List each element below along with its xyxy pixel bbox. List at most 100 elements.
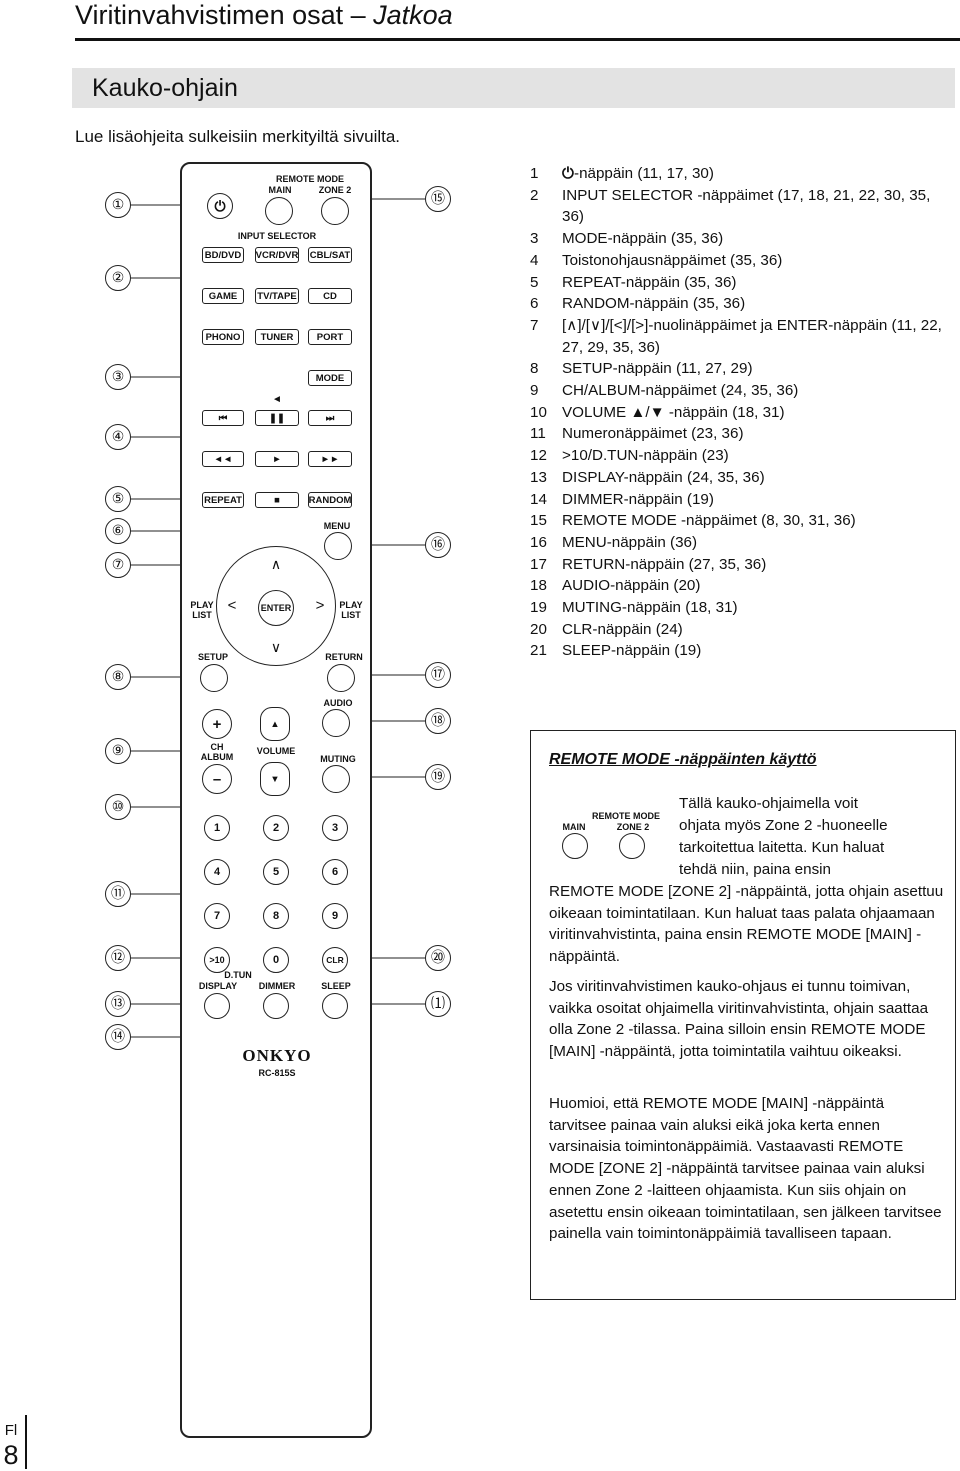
audio-label: AUDIO (323, 698, 353, 708)
list-item: 1⏻-näppäin (11, 17, 30) (530, 165, 714, 182)
sleep-label: SLEEP (321, 981, 351, 991)
volume-down-button[interactable]: ▼ (260, 762, 290, 796)
fast-forward-icon: ►► (320, 453, 340, 465)
remote-control: ⏻ REMOTE MODE MAIN ZONE 2 INPUT SELECTOR… (180, 162, 372, 1438)
digit-6-button[interactable]: 6 (322, 859, 348, 885)
down-arrow-icon[interactable]: ∨ (270, 639, 282, 655)
model-label: RC-815S (258, 1068, 296, 1078)
gt10-button[interactable]: >10 (204, 947, 230, 973)
callout-13: ⑬ (105, 991, 131, 1017)
callout-16: ⑯ (425, 532, 451, 558)
audio-button[interactable] (322, 709, 350, 737)
callout-3: ③ (105, 364, 131, 390)
play-icon: ► (272, 453, 282, 465)
remote-mode-label: REMOTE MODE (275, 174, 344, 184)
remote-mode-info-box: REMOTE MODE -näppäinten käyttö REMOTE MO… (530, 730, 956, 1300)
menu-button[interactable] (324, 532, 352, 560)
digit-3-button[interactable]: 3 (322, 815, 348, 841)
up-arrow-icon[interactable]: ∧ (270, 556, 282, 572)
callout-8: ⑧ (105, 664, 131, 690)
language-label: Fl (4, 1422, 18, 1439)
power-icon: ⏻ (562, 165, 575, 182)
callout-14: ⑭ (105, 1024, 131, 1050)
list-item: 7[∧]/[∨]/[<]/[>]-nuolinäppäimet ja ENTER… (530, 316, 942, 356)
main-label: MAIN (268, 185, 292, 195)
pause-button[interactable]: ❚❚ (255, 410, 299, 426)
play-button[interactable]: ► (255, 451, 299, 467)
repeat-button[interactable]: REPEAT (202, 492, 244, 508)
setup-label: SETUP (197, 652, 228, 662)
mini-zone2-label: ZONE 2 (616, 822, 650, 832)
digit-4-button[interactable]: 4 (204, 859, 230, 885)
intro-text: Lue lisäohjeita sulkeisiin merkityiltä s… (75, 127, 401, 146)
digit-9-button[interactable]: 9 (322, 903, 348, 929)
mode-button[interactable]: MODE (308, 370, 352, 386)
list-item: 12>10/D.TUN-näppäin (23) (530, 447, 729, 465)
page-divider (25, 1415, 27, 1469)
page-title: Viritinvahvistimen osat – Jatkoa (75, 0, 453, 30)
callout-4: ④ (105, 424, 131, 450)
volume-down-icon: ▼ (270, 773, 280, 785)
bd-dvd-button[interactable]: BD/DVD (202, 247, 244, 263)
port-button[interactable]: PORT (308, 329, 352, 345)
return-button[interactable] (327, 664, 355, 692)
playlist-right-label: PLAY LIST (339, 600, 363, 620)
muting-button[interactable] (322, 765, 350, 793)
right-arrow-icon[interactable]: > (315, 597, 325, 614)
display-label: DISPLAY (198, 981, 238, 991)
volume-up-button[interactable]: ▲ (260, 707, 290, 741)
stop-button[interactable]: ■ (255, 492, 299, 508)
mini-main-button (562, 833, 588, 859)
side-line: Tällä kauko-ohjaimella voit (679, 795, 858, 812)
remote-mode-zone2-button[interactable] (321, 197, 349, 225)
vcr-dvr-button[interactable]: VCR/DVR (255, 247, 299, 263)
game-button[interactable]: GAME (202, 288, 244, 304)
dimmer-label: DIMMER (258, 981, 296, 991)
ch-plus-button[interactable]: + (202, 709, 232, 739)
next-button[interactable]: ⏭ (308, 410, 352, 426)
ch-minus-button[interactable]: – (202, 764, 232, 794)
enter-button[interactable]: ENTER (258, 590, 294, 626)
prev-button[interactable]: ⏮ (202, 410, 244, 426)
left-arrow-icon[interactable]: < (227, 597, 237, 614)
setup-button[interactable] (200, 664, 228, 692)
callout-17: ⑰ (425, 662, 451, 688)
tuner-button[interactable]: TUNER (255, 329, 299, 345)
phono-button[interactable]: PHONO (202, 329, 244, 345)
tv-tape-button[interactable]: TV/TAPE (255, 288, 299, 304)
rewind-button[interactable]: ◄◄ (202, 451, 244, 467)
random-button[interactable]: RANDOM (308, 492, 352, 508)
volume-label: VOLUME (256, 746, 296, 756)
digit-8-button[interactable]: 8 (263, 903, 289, 929)
dimmer-button[interactable] (263, 993, 289, 1019)
section-title: Kauko-ohjain (92, 74, 238, 102)
power-button[interactable]: ⏻ (207, 193, 233, 219)
digit-1-button[interactable]: 1 (204, 815, 230, 841)
remote-mode-main-button[interactable] (265, 197, 293, 225)
clr-button[interactable]: CLR (322, 947, 348, 973)
cd-button[interactable]: CD (308, 288, 352, 304)
digit-7-button[interactable]: 7 (204, 903, 230, 929)
fast-forward-button[interactable]: ►► (308, 451, 352, 467)
digit-0-button[interactable]: 0 (263, 947, 289, 973)
digit-5-button[interactable]: 5 (263, 859, 289, 885)
digit-2-button[interactable]: 2 (263, 815, 289, 841)
info-paragraph-3: Huomioi, että REMOTE MODE [MAIN] -näppäi… (549, 1095, 942, 1243)
cbl-sat-button[interactable]: CBL/SAT (308, 247, 352, 263)
callout-15: ⑮ (425, 186, 451, 212)
mini-main-label: MAIN (562, 822, 586, 832)
sleep-button[interactable] (322, 993, 348, 1019)
display-button[interactable] (204, 993, 230, 1019)
next-icon: ⏭ (325, 412, 335, 424)
callout-1: ① (105, 192, 131, 218)
